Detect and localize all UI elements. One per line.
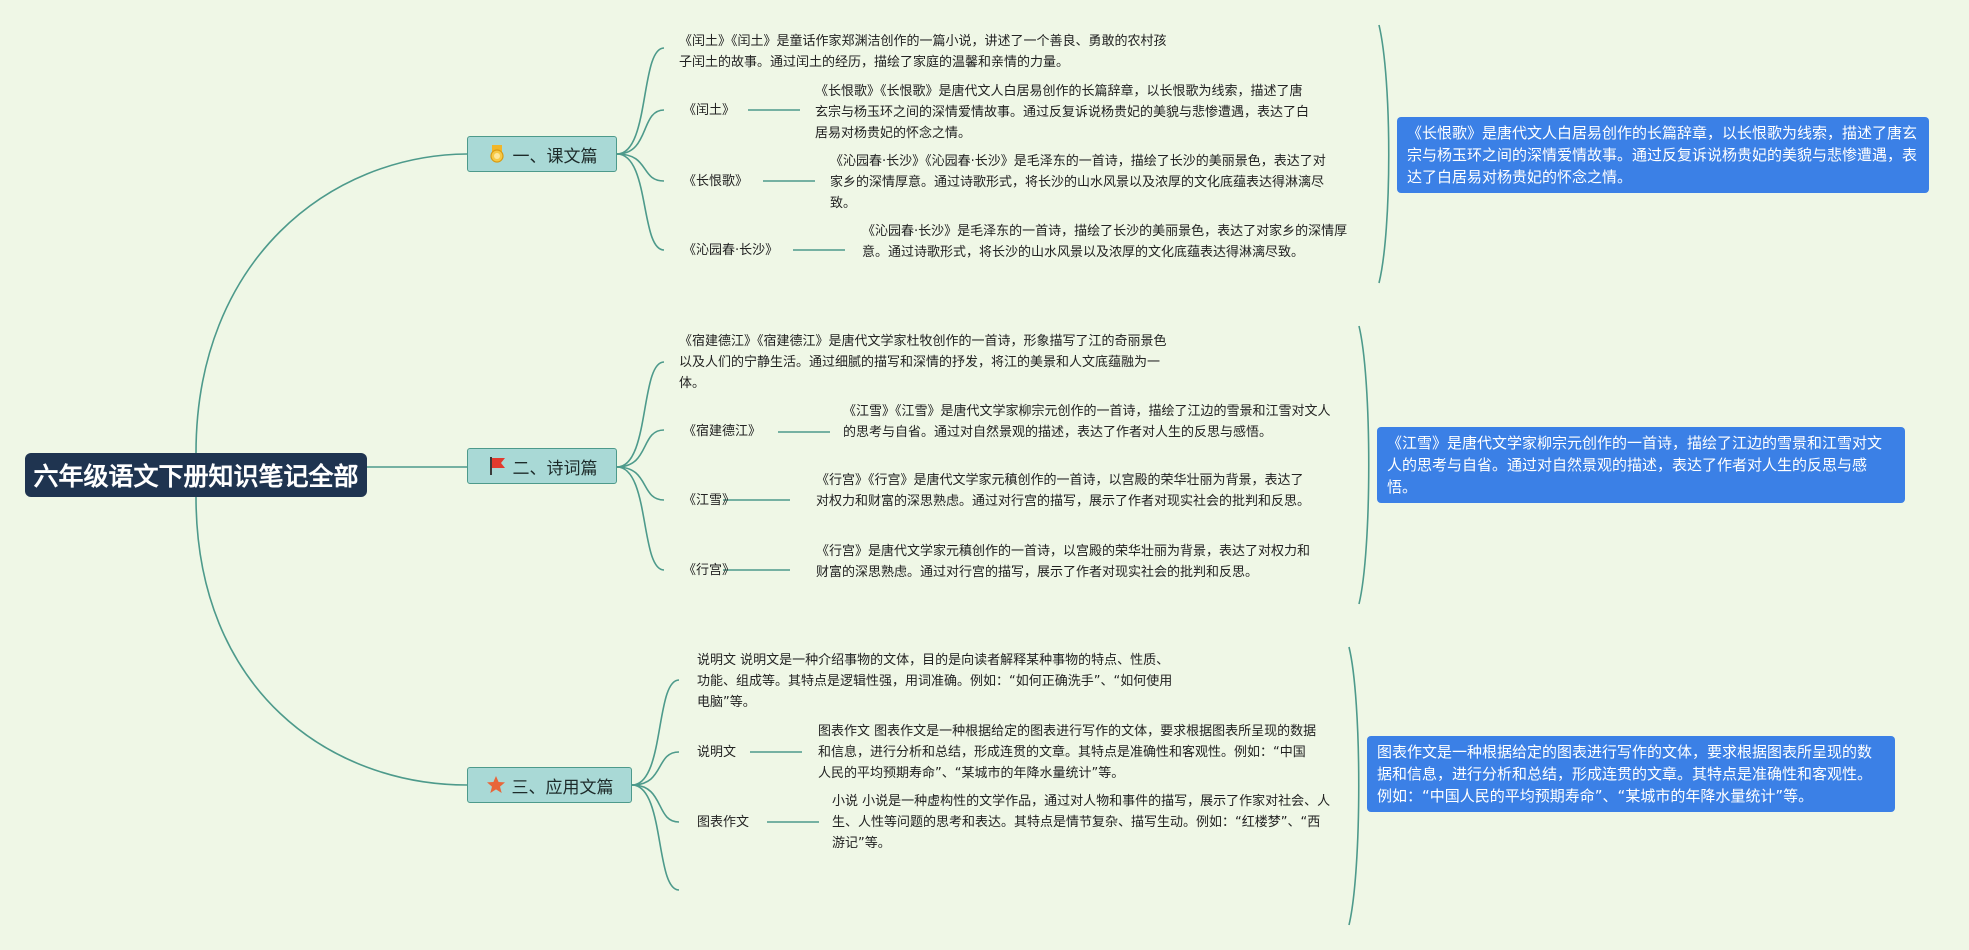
summary-callout[interactable]: 图表作文是一种根据给定的图表进行写作的文体，要求根据图表所呈现的数据和信息，进行… — [1367, 736, 1895, 812]
branch-label: 一、课文篇 — [512, 146, 598, 167]
leaf-description: 《行宫》《行宫》是唐代文学家元稹创作的一首诗，以宫殿的荣华壮丽为背景，表达了对权… — [816, 473, 1311, 509]
leaf-title[interactable]: 图表作文 — [697, 815, 750, 830]
branch-summary: 《宿建德江》《宿建德江》是唐代文学家杜牧创作的一首诗，形象描写了江的奇丽景色以及… — [679, 334, 1167, 391]
leaf-title[interactable]: 《长恨歌》 — [683, 174, 749, 189]
branch-summary: 《闰土》《闰土》是童话作家郑渊洁创作的一篇小说，讲述了一个善良、勇敢的农村孩子闰… — [679, 34, 1167, 70]
branch-label: 三、应用文篇 — [511, 777, 614, 798]
medal-icon — [489, 145, 504, 163]
leaf-title[interactable]: 《江雪》 — [683, 493, 736, 508]
red-flag-icon — [489, 457, 505, 475]
root-topic[interactable]: 六年级语文下册知识笔记全部 — [25, 453, 367, 497]
star-icon — [486, 776, 505, 793]
summary-callout[interactable]: 《长恨歌》是唐代文人白居易创作的长篇辞章，以长恨歌为线索，描述了唐玄宗与杨玉环之… — [1397, 117, 1929, 193]
branch-practical-writing[interactable]: 三、应用文篇 — [467, 767, 632, 803]
leaf-title[interactable]: 《沁园春·长沙》 — [683, 243, 779, 258]
leaf-description: 《行宫》是唐代文学家元稹创作的一首诗，以宫殿的荣华壮丽为背景，表达了对权力和财富… — [816, 544, 1311, 580]
leaf-title[interactable]: 《宿建德江》 — [683, 424, 762, 439]
leaf-title[interactable]: 《行宫》 — [683, 563, 736, 578]
leaf-description: 图表作文 图表作文是一种根据给定的图表进行写作的文体，要求根据图表所呈现的数据和… — [818, 724, 1317, 781]
branch-summary: 说明文 说明文是一种介绍事物的文体，目的是向读者解释某种事物的特点、性质、功能、… — [697, 653, 1173, 710]
summary-callout[interactable]: 《江雪》是唐代文学家柳宗元创作的一首诗，描绘了江边的雪景和江雪对文人的思考与自省… — [1377, 427, 1905, 503]
leaf-description: 《长恨歌》《长恨歌》是唐代文人白居易创作的长篇辞章，以长恨歌为线索，描述了唐玄宗… — [815, 84, 1310, 141]
branch-texts[interactable]: 一、课文篇 — [467, 136, 617, 172]
leaf-description: 《沁园春·长沙》《沁园春·长沙》是毛泽东的一首诗，描绘了长沙的美丽景色，表达了对… — [830, 154, 1326, 211]
leaf-description: 《江雪》《江雪》是唐代文学家柳宗元创作的一首诗，描绘了江边的雪景和江雪对文人的思… — [843, 404, 1331, 440]
branch-poems[interactable]: 二、诗词篇 — [467, 448, 617, 484]
leaf-description: 小说 小说是一种虚构性的文学作品，通过对人物和事件的描写，展示了作家对社会、人生… — [832, 794, 1331, 851]
branch-label: 二、诗词篇 — [512, 458, 598, 479]
leaf-title[interactable]: 《闰土》 — [683, 103, 736, 118]
leaf-description: 《沁园春·长沙》是毛泽东的一首诗，描绘了长沙的美丽景色，表达了对家乡的深情厚意。… — [862, 224, 1348, 260]
leaf-title[interactable]: 说明文 — [697, 745, 737, 760]
